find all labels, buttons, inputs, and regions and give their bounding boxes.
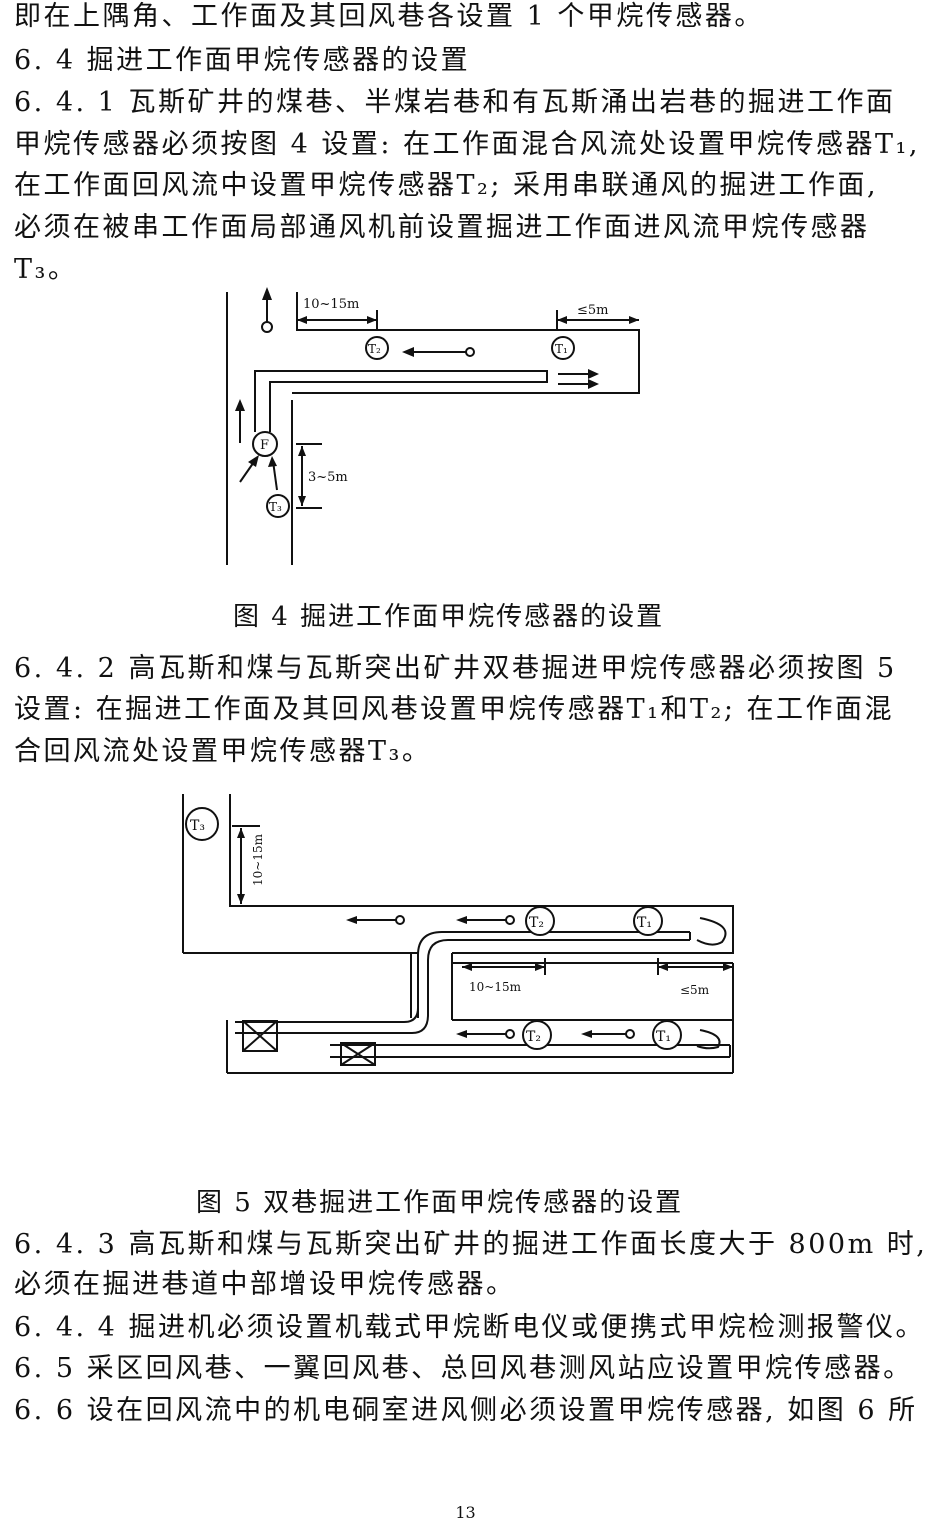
sensor-t2-label: T₂ bbox=[368, 342, 381, 356]
sensor-t2-label: T₂ bbox=[529, 915, 544, 931]
text-line: 6. 6 设在回风流中的机电硐室进风侧必须设置甲烷传感器, 如图 6 所 bbox=[14, 1395, 918, 1426]
text-line: 6. 4. 4 掘进机必须设置机载式甲烷断电仪或便携式甲烷检测报警仪。 bbox=[14, 1312, 925, 1343]
text-line: 6. 4. 1 瓦斯矿井的煤巷、半煤岩巷和有瓦斯涌出岩巷的掘进工作面 bbox=[14, 87, 896, 118]
text-line: 6. 5 采区回风巷、一翼回风巷、总回风巷测风站应设置甲烷传感器。 bbox=[14, 1353, 913, 1384]
text-line: T₃。 bbox=[14, 254, 78, 285]
text-line: 6. 4. 2 高瓦斯和煤与瓦斯突出矿井双巷掘进甲烷传感器必须按图 5 bbox=[14, 653, 897, 684]
dim-label: 10~15m bbox=[303, 297, 359, 312]
text-line: 必须在被串工作面局部通风机前设置掘进工作面进风流甲烷传感器 bbox=[14, 212, 870, 243]
dim-label: 10~15m bbox=[469, 980, 522, 994]
text-line: 甲烷传感器必须按图 4 设置: 在工作面混合风流处设置甲烷传感器T₁, bbox=[14, 129, 920, 160]
text-line: 即在上隅角、工作面及其回风巷各设置 1 个甲烷传感器。 bbox=[14, 1, 764, 32]
figure-5-caption: 图 5 双巷掘进工作面甲烷传感器的设置 bbox=[196, 1188, 684, 1218]
page-number: 13 bbox=[455, 1503, 476, 1522]
text-line: 合回风流处设置甲烷传感器T₃。 bbox=[14, 736, 432, 767]
sensor-t1-label: T₁ bbox=[637, 915, 652, 931]
section-heading: 6. 4 掘进工作面甲烷传感器的设置 bbox=[14, 45, 471, 76]
text-line: 6. 4. 3 高瓦斯和煤与瓦斯突出矿井的掘进工作面长度大于 800m 时, bbox=[14, 1229, 928, 1260]
dim-label: ≤5m bbox=[680, 983, 710, 997]
dim-label: 3~5m bbox=[308, 470, 348, 485]
sensor-t1-label: T₁ bbox=[656, 1029, 671, 1045]
text-line: 设置: 在掘进工作面及其回风巷设置甲烷传感器T₁和T₂; 在工作面混 bbox=[14, 694, 895, 725]
sensor-t2-label: T₂ bbox=[526, 1029, 541, 1045]
text-line: 必须在掘进巷道中部增设甲烷传感器。 bbox=[14, 1269, 516, 1300]
fan-label: F bbox=[260, 438, 269, 453]
figure-4-caption: 图 4 掘进工作面甲烷传感器的设置 bbox=[233, 602, 665, 632]
dim-label: 10~15m bbox=[251, 833, 265, 886]
sensor-t1-label: T₁ bbox=[555, 342, 568, 356]
sensor-t3-label: T₃ bbox=[269, 500, 282, 514]
dim-label: ≤5m bbox=[577, 303, 609, 318]
text-line: 在工作面回风流中设置甲烷传感器T₂; 采用串联通风的掘进工作面, bbox=[14, 170, 879, 201]
sensor-t3-label: T₃ bbox=[190, 818, 205, 834]
